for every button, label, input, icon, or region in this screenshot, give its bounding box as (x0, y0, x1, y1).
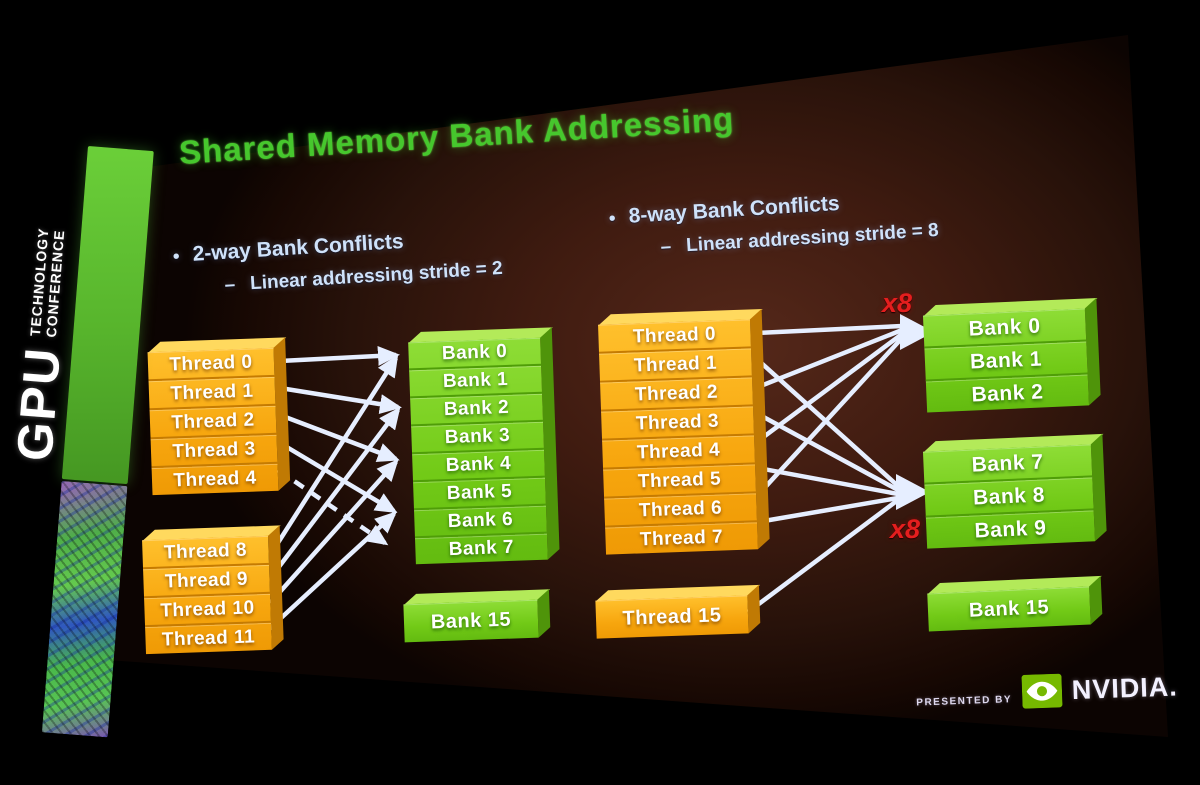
thread-box: Thread 11 (145, 623, 272, 654)
conflict-multiplier-bottom: x8 (890, 514, 921, 544)
thread-box: Thread 7 (605, 522, 758, 554)
thread-box: Thread 2 (149, 405, 277, 440)
thread15-right: Thread 15 (595, 584, 761, 639)
arrows-2way (266, 345, 402, 632)
gtc-brand: GPU (6, 344, 72, 463)
thread-box: Thread 1 (148, 376, 276, 411)
thread-box: Thread 4 (152, 464, 279, 495)
nvidia-wordmark: NVIDIA. (1071, 670, 1179, 705)
bank15-left: Bank 15 (403, 589, 551, 643)
thread-box: Thread 9 (143, 564, 270, 599)
dashed-conflict-arrow (276, 468, 389, 546)
converge-arrowhead-bottom (896, 474, 930, 510)
presented-by-label: PRESENTED BY (916, 693, 1013, 709)
bank-box: Bank 15 (927, 586, 1091, 631)
bank-box: Bank 7 (415, 534, 548, 565)
thread-box: Thread 15 (595, 595, 748, 638)
dash-glyph: – (223, 274, 236, 296)
thread-box: Thread 8 (142, 535, 269, 570)
footer-brand: PRESENTED BY NVIDIA. (915, 669, 1178, 712)
nvidia-eye-icon (1021, 673, 1063, 709)
conflict-multiplier-top: x8 (882, 288, 913, 318)
arrows-8way (746, 323, 904, 614)
bank-box: Bank 15 (403, 600, 538, 643)
converge-arrowhead-top (900, 314, 934, 350)
bank15-right: Bank 15 (927, 575, 1103, 632)
gtc-subtitle: TECHNOLOGY CONFERENCE (27, 227, 68, 338)
dash-glyph: – (659, 236, 672, 258)
thread-box: Thread 3 (150, 434, 278, 469)
thread-box: Thread 0 (147, 347, 275, 382)
thread-box: Thread 10 (144, 593, 272, 628)
